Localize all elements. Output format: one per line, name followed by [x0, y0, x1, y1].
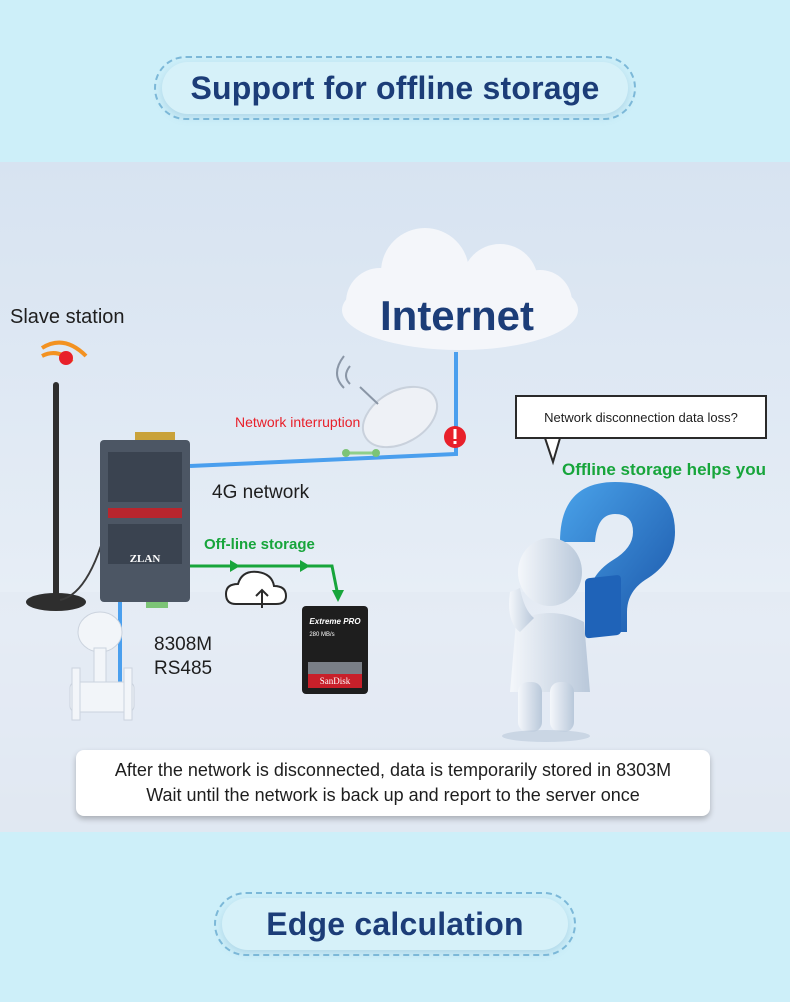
section-heading-offline-storage: Support for offline storage — [154, 56, 636, 120]
offline-storage-diagram: ZLAN Extreme PRO 2 — [0, 162, 790, 832]
sd-card-icon: Extreme PRO 280 MB/s SanDisk — [302, 606, 368, 694]
network-interruption-label: Network interruption — [235, 414, 361, 430]
heading-dashed-border — [214, 892, 576, 956]
thinking-man-icon — [502, 538, 590, 742]
info-line-1: After the network is disconnected, data … — [114, 760, 672, 780]
signal-icon — [40, 340, 88, 365]
heading-dashed-border — [154, 56, 636, 120]
info-line-2: Wait until the network is back up and re… — [146, 785, 640, 805]
flow-meter-icon — [69, 611, 135, 721]
offline-storage-label: Off-line storage — [204, 536, 315, 553]
arrow-head — [332, 590, 344, 602]
device-brand-label: ZLAN — [130, 553, 161, 565]
network-4g-label: 4G network — [212, 482, 310, 503]
satellite-dish-icon — [336, 355, 438, 457]
internet-cloud-icon — [342, 228, 578, 350]
question-mark-icon — [560, 482, 675, 639]
card-speed-label: 280 MB/s — [309, 632, 334, 638]
speech-bubble: Network disconnection data loss? — [515, 395, 767, 439]
device-interface-label: RS485 — [154, 658, 213, 679]
internet-label: Internet — [380, 292, 535, 339]
heading-text: Edge calculation — [266, 905, 524, 942]
answer-label: Offline storage helps you — [562, 460, 767, 479]
arrow-head — [300, 560, 310, 572]
card-line-label: Extreme PRO — [309, 617, 361, 626]
section-heading-edge-calculation: Edge calculation — [214, 892, 576, 956]
info-box: After the network is disconnected, data … — [76, 750, 710, 816]
alert-icon — [444, 426, 466, 448]
arrow-head — [230, 560, 240, 572]
bubble-tail — [543, 437, 562, 466]
speech-bubble-text: Network disconnection data loss? — [544, 409, 738, 425]
cloud-upload-icon — [224, 570, 288, 608]
heading-text: Support for offline storage — [190, 69, 600, 106]
card-brand-label: SanDisk — [320, 676, 351, 686]
device-model-label: 8308M — [154, 634, 213, 655]
network-link-lines — [118, 352, 458, 682]
zlan-device-icon: ZLAN — [100, 432, 190, 608]
slave-station-label: Slave station — [10, 306, 125, 328]
diagram-graphics: ZLAN Extreme PRO 2 — [0, 228, 790, 832]
